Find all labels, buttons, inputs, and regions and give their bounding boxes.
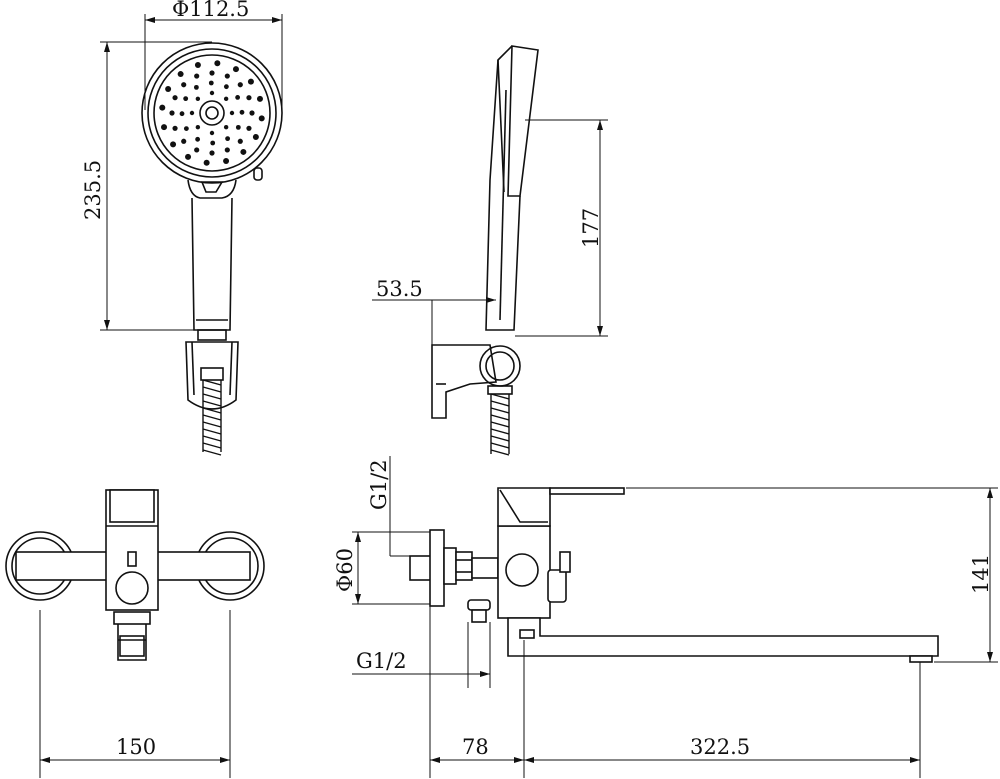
overall-height-label: 141 xyxy=(969,554,993,594)
handle-length-label: 177 xyxy=(579,208,603,248)
center-distance-label: 150 xyxy=(116,735,156,759)
inlet-thread-top-label: G1/2 xyxy=(367,459,391,510)
hose-side xyxy=(490,393,510,456)
head-diameter-label: Φ112.5 xyxy=(172,0,249,21)
faucet-side-view: G1/2 Φ60 xyxy=(333,456,998,778)
hose-front xyxy=(202,379,222,456)
spout-length-label: 322.5 xyxy=(690,735,750,759)
flange-diameter-label: Φ60 xyxy=(333,548,357,592)
body-offset-label: 78 xyxy=(462,735,489,759)
handset-length-label: 235.5 xyxy=(81,160,105,220)
faucet-front-view: 150 xyxy=(5,489,265,778)
shower-head-side-view: 177 53.5 xyxy=(372,45,608,456)
holder-offset-label: 53.5 xyxy=(376,277,423,301)
spray-nozzles xyxy=(159,60,265,166)
shower-head-front-view: Φ112.5 235.5 xyxy=(81,0,283,456)
outlet-thread-label: G1/2 xyxy=(356,649,407,673)
